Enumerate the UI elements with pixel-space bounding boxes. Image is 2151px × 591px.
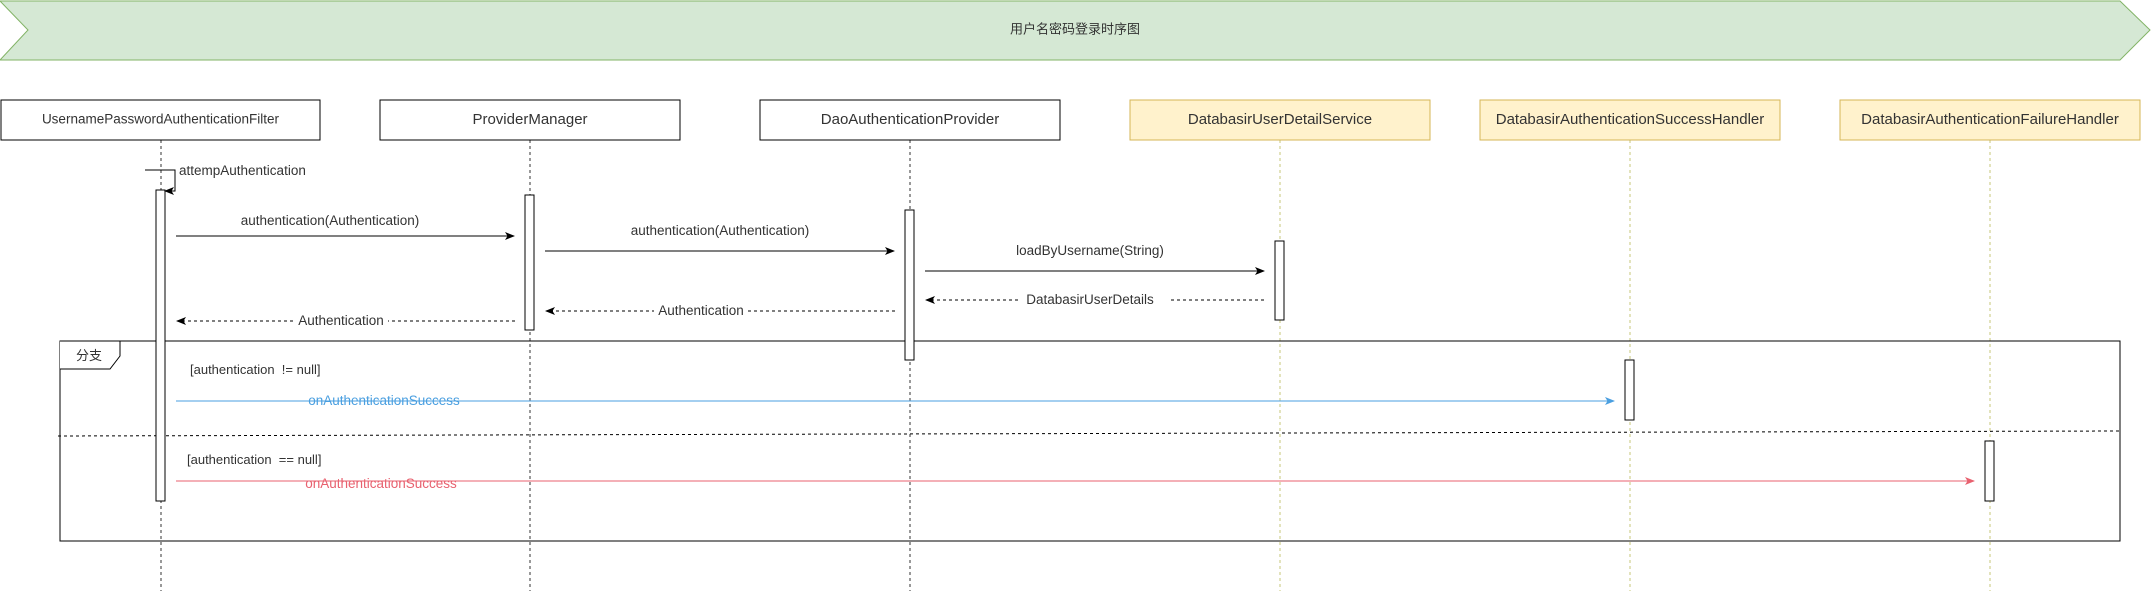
return-dao-to-manager: Authentication [545, 303, 895, 319]
fragment-divider [57, 430, 2121, 437]
participant-filter: UsernamePasswordAuthenticationFilter [0, 99, 321, 141]
title-banner [0, 0, 2151, 61]
guard-failure: [authentication == null] [187, 452, 321, 467]
participant-manager: ProviderManager [379, 99, 681, 141]
activation-uds [1274, 240, 1285, 321]
activation-manager [524, 194, 535, 331]
participant-failure-label: DatabasirAuthenticationFailureHandler [1861, 111, 2119, 128]
message-label: authentication(Authentication) [631, 223, 810, 238]
guard-success: [authentication != null] [190, 362, 320, 377]
message-filter-to-manager: authentication(Authentication) [176, 213, 515, 240]
participant-dao-label: DaoAuthenticationProvider [821, 111, 999, 128]
participant-filter-label: UsernamePasswordAuthenticationFilter [42, 112, 280, 127]
message-label: Authentication [658, 303, 744, 318]
message-manager-to-dao: authentication(Authentication) [545, 223, 895, 255]
diagram-title: 用户名密码登录时序图 [1010, 21, 1140, 36]
activation-failure [1984, 440, 1995, 502]
fragment-label: 分支 [76, 348, 102, 363]
participant-success-label: DatabasirAuthenticationSuccessHandler [1496, 111, 1764, 128]
message-label: attempAuthentication [179, 163, 306, 178]
message-on-failure: onAuthenticationSuccess [176, 476, 1975, 491]
participant-failure: DatabasirAuthenticationFailureHandler [1839, 99, 2141, 141]
message-on-success: onAuthenticationSuccess [176, 393, 1615, 408]
message-label: Authentication [298, 313, 384, 328]
activation-filter [155, 189, 166, 502]
activation-success [1624, 359, 1635, 421]
return-uds-to-dao: DatabasirUserDetails [925, 292, 1264, 308]
activation-dao [904, 209, 915, 361]
participant-uds: DatabasirUserDetailService [1129, 99, 1431, 141]
return-manager-to-filter: Authentication [176, 313, 515, 329]
activations [155, 189, 1995, 502]
message-label: onAuthenticationSuccess [305, 476, 457, 491]
message-dao-to-uds: loadByUsername(String) [925, 243, 1265, 275]
participant-dao: DaoAuthenticationProvider [759, 99, 1061, 141]
message-label: DatabasirUserDetails [1026, 292, 1154, 307]
message-attemp-authentication: attempAuthentication [145, 163, 306, 195]
participant-manager-label: ProviderManager [472, 111, 587, 128]
message-label: authentication(Authentication) [241, 213, 420, 228]
message-label: onAuthenticationSuccess [308, 393, 460, 408]
message-label: loadByUsername(String) [1016, 243, 1164, 258]
alt-fragment: 分支 [authentication != null] [authenticat… [57, 340, 2121, 542]
participant-success: DatabasirAuthenticationSuccessHandler [1479, 99, 1781, 141]
lifelines [160, 140, 1991, 591]
participant-uds-label: DatabasirUserDetailService [1188, 111, 1372, 128]
